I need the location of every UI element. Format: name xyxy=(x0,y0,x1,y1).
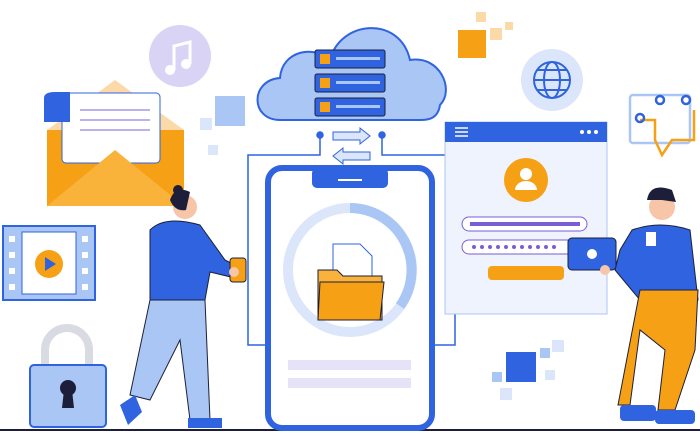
woman-figure xyxy=(120,185,247,428)
chat-network-icon xyxy=(628,93,696,158)
cloud-server-icon xyxy=(256,27,447,121)
phone xyxy=(265,165,435,431)
padlock-icon xyxy=(29,324,107,428)
user-profile-icon xyxy=(504,158,548,202)
envelope-icon xyxy=(44,80,184,206)
decor-squares xyxy=(200,12,564,400)
login-window xyxy=(444,121,608,315)
video-play-icon xyxy=(2,225,96,301)
folder-icon xyxy=(317,243,385,321)
man-figure xyxy=(567,187,699,424)
globe-icon xyxy=(521,49,583,111)
sync-arrows-icon xyxy=(332,126,371,166)
music-note-icon xyxy=(149,25,211,87)
